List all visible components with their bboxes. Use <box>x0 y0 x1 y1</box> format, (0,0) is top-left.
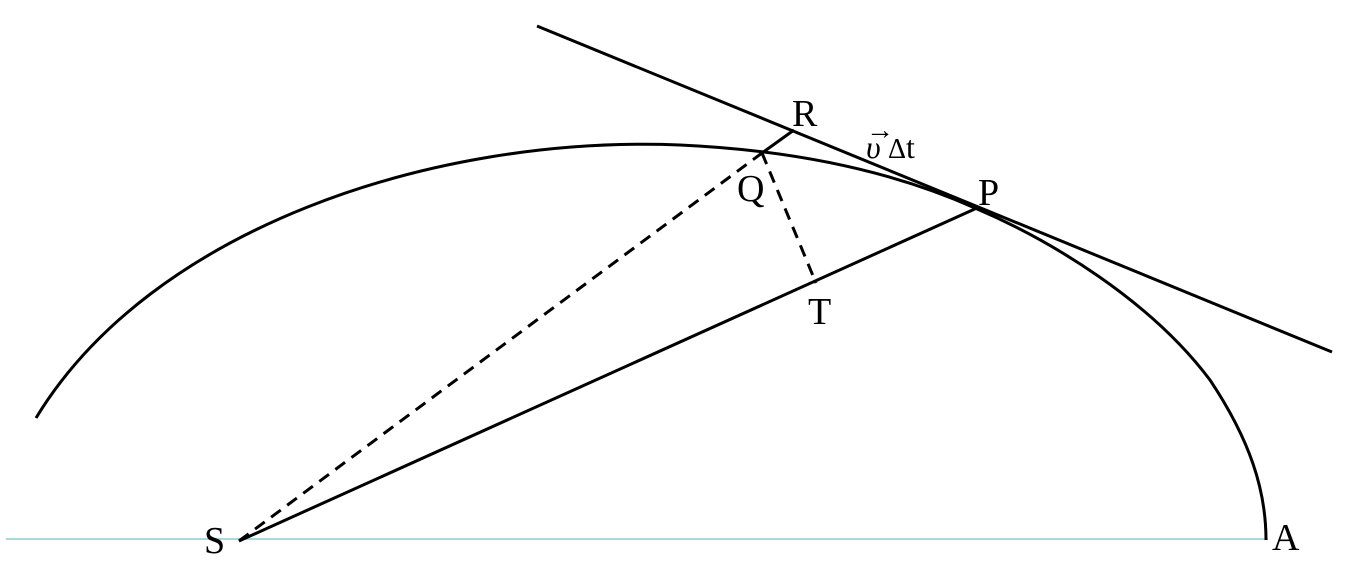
radius-sq-dashed <box>238 151 763 543</box>
label-r: R <box>792 93 818 135</box>
segment-qr <box>761 128 795 155</box>
velocity-arrow-icon: → <box>866 115 894 146</box>
label-p: P <box>978 172 999 214</box>
delta-symbol: Δ <box>888 134 906 165</box>
label-s: S <box>204 520 225 562</box>
velocity-delta-t-label: → υ Δ t <box>866 115 915 165</box>
tangent-line <box>536 24 1333 354</box>
radius-sp <box>238 206 978 543</box>
time-symbol: t <box>906 129 915 165</box>
label-a: A <box>1272 517 1300 559</box>
label-t: T <box>808 291 831 333</box>
label-q: Q <box>737 168 764 210</box>
velocity-symbol: υ <box>866 129 881 165</box>
orbit-arc <box>34 142 1268 541</box>
segment-qt-dashed <box>760 152 818 284</box>
